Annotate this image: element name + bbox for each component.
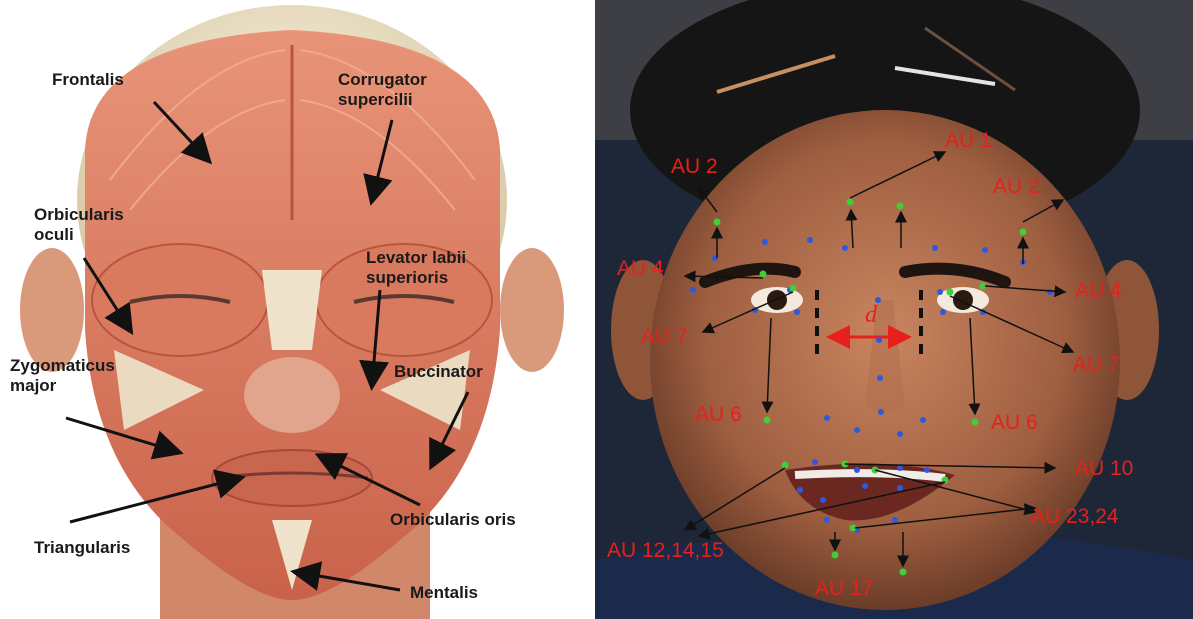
au-10-label: AU 10 — [1075, 458, 1133, 480]
distance-d-label: d — [865, 302, 877, 329]
au-4-right-label: AU 4 — [1075, 280, 1122, 302]
mentalis-label: Mentalis — [410, 583, 478, 603]
au-23-24-label: AU 23,24 — [1031, 506, 1119, 528]
corrugator-supercilii-label: Corrugator supercilii — [338, 70, 427, 110]
levator-labii-superioris-label: Levator labii superioris — [366, 248, 466, 288]
au-6-left-label: AU 6 — [695, 404, 742, 426]
triangularis-label: Triangularis — [34, 538, 130, 558]
au-1-label: AU 1 — [945, 130, 992, 152]
au-4-left-label: AU 4 — [617, 258, 664, 280]
orbicularis-oculi-label: Orbicularis oculi — [34, 205, 124, 245]
buccinator-label: Buccinator — [394, 362, 483, 382]
orbicularis-oris-label: Orbicularis oris — [390, 510, 516, 530]
zygomaticus-major-label: Zygomaticus major — [10, 356, 115, 396]
au-17-label: AU 17 — [815, 578, 873, 600]
au-12-14-15-label: AU 12,14,15 — [607, 540, 724, 562]
au-7-right-label: AU 7 — [1073, 354, 1120, 376]
au-6-right-label: AU 6 — [991, 412, 1038, 434]
muscle-anatomy-panel: Frontalis Corrugator supercilii Orbicula… — [0, 0, 585, 619]
au-2-right-label: AU 2 — [993, 176, 1040, 198]
au-2-left-label: AU 2 — [671, 156, 718, 178]
au-7-left-label: AU 7 — [641, 326, 688, 348]
action-unit-panel: AU 1 AU 2 AU 2 AU 4 AU 4 AU 7 AU 7 AU 6 … — [595, 0, 1193, 619]
frontalis-label: Frontalis — [52, 70, 124, 90]
